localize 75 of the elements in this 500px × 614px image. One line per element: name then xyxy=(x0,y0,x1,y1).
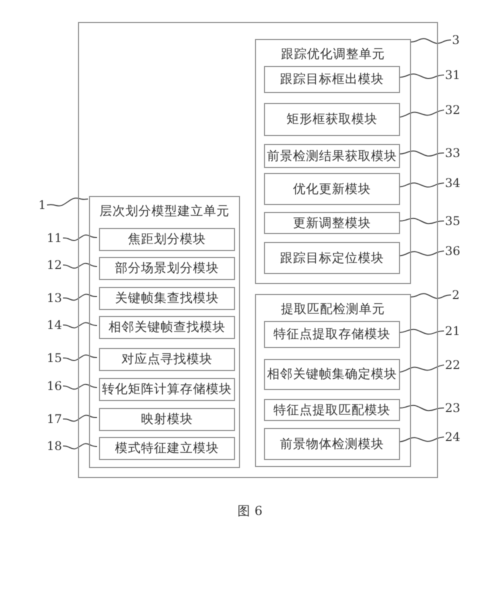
module-box xyxy=(264,144,400,168)
module-label: 关键帧集查找模块 xyxy=(115,290,219,307)
module-label: 部分场景划分模块 xyxy=(115,260,219,277)
module-box xyxy=(99,257,235,280)
module-label: 特征点提取存储模块 xyxy=(274,326,390,343)
leader-line xyxy=(62,322,98,328)
module-label: 特征点提取匹配模块 xyxy=(274,402,390,418)
module-box xyxy=(99,316,235,339)
module-label: 跟踪目标框出模块 xyxy=(280,71,384,88)
callout-number: 35 xyxy=(445,214,463,228)
callout-number: 32 xyxy=(445,103,463,117)
module-box xyxy=(264,242,400,274)
module-box xyxy=(264,399,400,421)
module-label: 焦距划分模块 xyxy=(128,231,206,248)
callout-number: 2 xyxy=(452,288,464,302)
callout-number: 22 xyxy=(445,358,463,372)
figure-caption: 图 6 xyxy=(238,503,262,518)
module-label: 转化矩阵计算存储模块 xyxy=(102,381,232,398)
module-box xyxy=(99,408,235,431)
module-box xyxy=(99,348,235,371)
callout-number: 34 xyxy=(445,176,463,190)
callout-number: 15 xyxy=(44,351,62,365)
leader-line xyxy=(410,38,452,44)
callout-number: 23 xyxy=(445,401,463,415)
module-box xyxy=(99,437,235,460)
callout-number: 12 xyxy=(44,258,62,272)
leader-line xyxy=(46,198,88,206)
callout-number: 16 xyxy=(44,379,62,393)
unit-title: 提取匹配检测单元 xyxy=(280,301,386,318)
outer-frame xyxy=(78,22,438,478)
callout-number: 18 xyxy=(44,439,62,453)
callout-number: 31 xyxy=(445,68,463,82)
module-label: 映射模块 xyxy=(141,411,193,428)
callout-number: 11 xyxy=(44,231,62,245)
callout-number: 1 xyxy=(36,198,46,212)
leader-line xyxy=(62,443,98,450)
unit-title: 层次划分模型建立单元 xyxy=(98,203,230,220)
callout-number: 3 xyxy=(452,33,466,47)
module-label: 前景物体检测模块 xyxy=(280,436,384,452)
leader-line xyxy=(62,234,98,242)
module-label: 跟踪目标定位模块 xyxy=(280,250,384,266)
leader-line xyxy=(62,384,98,390)
leader-line xyxy=(62,354,98,362)
unit-frame xyxy=(255,294,411,467)
leader-line xyxy=(62,294,98,301)
module-box xyxy=(264,173,400,205)
module-box xyxy=(99,287,235,310)
module-box xyxy=(264,103,400,136)
module-label: 相邻关键帧查找模块 xyxy=(108,319,226,336)
module-label: 矩形框获取模块 xyxy=(286,111,378,128)
callout-number: 13 xyxy=(44,291,62,305)
module-label: 优化更新模块 xyxy=(293,180,371,198)
module-box xyxy=(264,66,400,93)
module-label: 模式特征建立模块 xyxy=(115,440,219,457)
module-label: 对应点寻找模块 xyxy=(122,351,212,368)
callout-number: 14 xyxy=(44,318,62,332)
callout-number: 33 xyxy=(445,146,463,160)
unit-title: 跟踪优化调整单元 xyxy=(280,46,386,63)
module-label: 前景检测结果获取模块 xyxy=(267,148,397,164)
leader-line xyxy=(410,293,452,299)
module-label: 相邻关键帧集确定模块 xyxy=(267,366,397,383)
leader-line xyxy=(62,262,98,269)
module-box xyxy=(264,321,400,348)
module-box xyxy=(264,428,400,460)
unit-frame xyxy=(89,196,240,468)
leader-line xyxy=(62,414,98,422)
callout-number: 17 xyxy=(44,412,62,426)
unit-frame xyxy=(255,39,411,284)
module-box xyxy=(264,212,400,234)
module-box xyxy=(264,359,400,390)
callout-number: 24 xyxy=(445,430,463,444)
module-label: 更新调整模块 xyxy=(293,214,371,232)
module-box xyxy=(99,228,235,251)
callout-number: 21 xyxy=(445,324,463,338)
callout-number: 36 xyxy=(445,244,463,258)
